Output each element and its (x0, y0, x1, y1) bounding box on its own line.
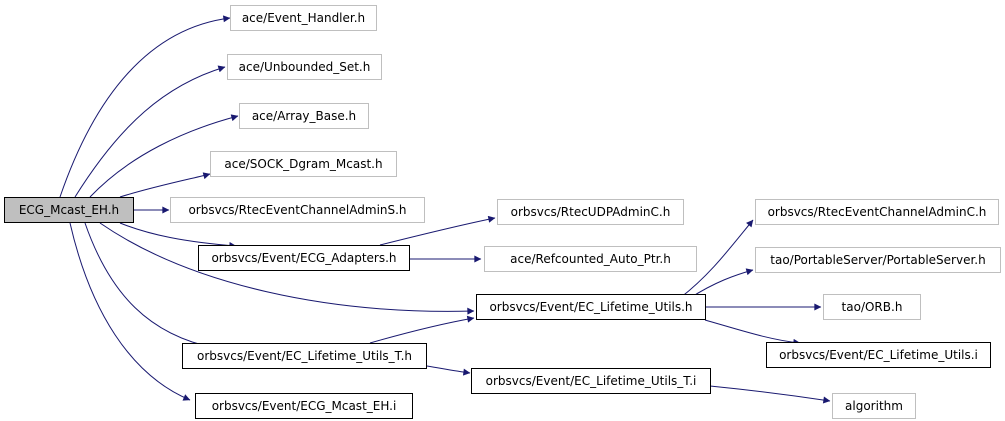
node-ec-lifetime-utils-t-h[interactable]: orbsvcs/Event/EC_Lifetime_Utils_T.h (182, 343, 427, 369)
node-ec-lifetime-utils-t-i[interactable]: orbsvcs/Event/EC_Lifetime_Utils_T.i (471, 368, 711, 394)
edge-root-to-sock-dgram-mcast (119, 172, 211, 198)
node-sock-dgram-mcast[interactable]: ace/SOCK_Dgram_Mcast.h (210, 151, 397, 177)
edge-root-to-event-handler (59, 15, 231, 198)
edge-root-to-array-base (89, 114, 239, 198)
node-algorithm[interactable]: algorithm (832, 393, 916, 419)
node-ecg-mcast-eh-i[interactable]: orbsvcs/Event/ECG_Mcast_EH.i (195, 393, 413, 419)
edge-utils-to-portable-server (689, 268, 754, 299)
node-rtec-udp-admin-c[interactable]: orbsvcs/RtecUDPAdminC.h (497, 199, 684, 225)
edge-utils-t-h-to-ec-lifetime-utils-t-i (426, 365, 471, 376)
edge-root-to-ecg-adapters (119, 222, 237, 249)
node-event-handler[interactable]: ace/Event_Handler.h (230, 5, 377, 31)
node-root[interactable]: ECG_Mcast_EH.h (4, 197, 134, 223)
node-array-base[interactable]: ace/Array_Base.h (239, 103, 369, 129)
node-ec-lifetime-utils-i[interactable]: orbsvcs/Event/EC_Lifetime_Utils.i (766, 342, 991, 368)
edge-utils-to-ec-lifetime-utils-i (704, 319, 801, 346)
edge-root-to-ec-lifetime-utils-t-h (84, 222, 216, 351)
edge-root-to-ecg-mcast-eh-i (69, 222, 191, 401)
node-refcounted-auto-ptr[interactable]: ace/Refcounted_Auto_Ptr.h (484, 246, 697, 272)
edge-utils-to-rtec-admin-c (679, 219, 754, 299)
edge-utils-t-h-to-ec-lifetime-utils (369, 315, 475, 344)
node-rtec-admin-s[interactable]: orbsvcs/RtecEventChannelAdminS.h (170, 197, 425, 223)
node-ec-lifetime-utils[interactable]: orbsvcs/Event/EC_Lifetime_Utils.h (476, 294, 706, 320)
edge-root-to-ec-lifetime-utils (99, 222, 475, 315)
node-ecg-adapters[interactable]: orbsvcs/Event/ECG_Adapters.h (198, 245, 410, 271)
edge-adapters-to-rtec-udp-admin-c (379, 215, 496, 246)
node-rtec-admin-c[interactable]: orbsvcs/RtecEventChannelAdminC.h (755, 199, 999, 225)
edge-utils-t-i-to-algorithm (709, 385, 831, 404)
edge-root-to-unbounded-set (74, 65, 226, 198)
node-orb[interactable]: tao/ORB.h (823, 294, 921, 320)
node-unbounded-set[interactable]: ace/Unbounded_Set.h (227, 54, 382, 80)
node-portable-server[interactable]: tao/PortableServer/PortableServer.h (755, 247, 1001, 273)
